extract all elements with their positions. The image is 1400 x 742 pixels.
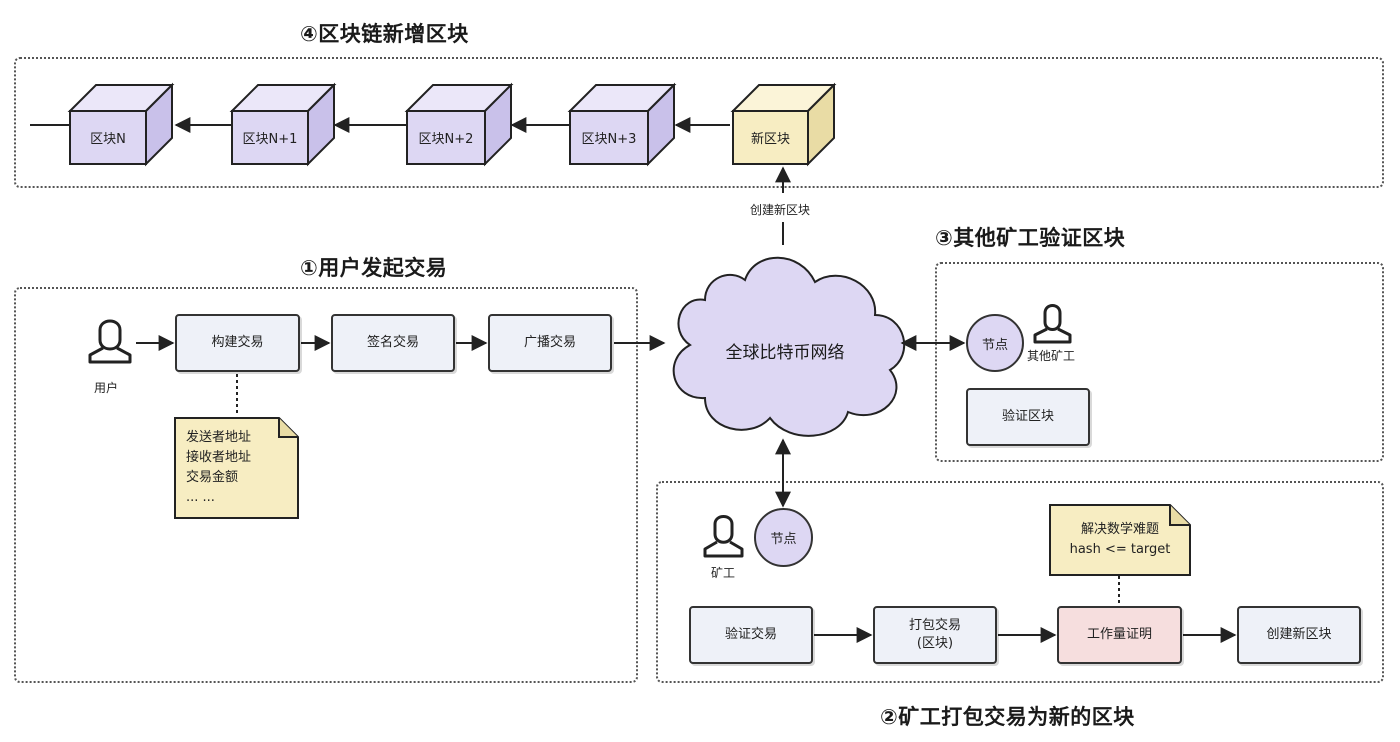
block-label-n2: 区块N+2 (418, 132, 474, 147)
block-cube-new (730, 82, 837, 167)
step-create-new-block: 创建新区块 (1237, 606, 1361, 664)
network-label: 全球比特币网络 (725, 343, 845, 363)
miner-node: 节点 (754, 508, 813, 567)
block-cube-n1 (229, 82, 337, 167)
region-miner-pack (656, 481, 1384, 683)
pack-label-line2: (区块) (916, 636, 954, 651)
user-label: 用户 (94, 381, 119, 395)
user-icon (88, 319, 132, 364)
pow-note-text: 解决数学难题 hash <= target (1050, 520, 1190, 560)
note-line-receiver: 接收者地址 (186, 450, 252, 465)
note-line-amount: 交易金额 (186, 470, 239, 485)
block-label-n: 区块N (90, 132, 126, 147)
block-cube-n (67, 82, 175, 167)
network-cloud (672, 256, 906, 437)
note-line-ellipsis: ... ... (186, 490, 215, 505)
pack-label-line1: 打包交易 (908, 617, 961, 633)
step-build-transaction: 构建交易 (175, 314, 300, 372)
region-user-transaction (14, 287, 638, 683)
region-blockchain (14, 57, 1384, 188)
verify-node: 节点 (966, 314, 1024, 372)
section-title-miner-pack: ②矿工打包交易为新的区块 (880, 705, 1135, 729)
step-sign-transaction: 签名交易 (331, 314, 455, 372)
block-label-new: 新区块 (750, 132, 790, 147)
block-cube-n2 (404, 82, 514, 167)
step-broadcast-transaction: 广播交易 (488, 314, 612, 372)
other-miner-label: 其他矿工 (1027, 349, 1076, 363)
pow-note-line1: 解决数学难题 (1080, 522, 1159, 537)
pow-note-line2: hash <= target (1069, 542, 1171, 557)
step-verify-transactions: 验证交易 (689, 606, 813, 664)
section-title-add-block: ④区块链新增区块 (300, 22, 469, 46)
step-proof-of-work: 工作量证明 (1057, 606, 1182, 664)
section-title-verify-block: ③其他矿工验证区块 (935, 226, 1126, 250)
other-miner-icon (1033, 304, 1072, 344)
block-cube-n3 (567, 82, 677, 167)
step-pack-transactions: 打包交易 (区块) (873, 606, 997, 664)
region-verify-block (935, 262, 1384, 462)
block-label-n3: 区块N+3 (581, 132, 637, 147)
transaction-details-text: 发送者地址 接收者地址 交易金额 ... ... (186, 428, 251, 508)
note-line-sender: 发送者地址 (186, 430, 252, 445)
miner-label: 矿工 (711, 566, 736, 580)
transaction-details-note (174, 417, 299, 519)
pow-note (1049, 504, 1191, 576)
miner-icon (703, 515, 744, 558)
verify-block-step: 验证区块 (966, 388, 1090, 446)
section-title-user-transaction: ①用户发起交易 (300, 256, 448, 280)
block-label-n1: 区块N+1 (242, 132, 298, 147)
create-new-block-label: 创建新区块 (750, 203, 811, 217)
